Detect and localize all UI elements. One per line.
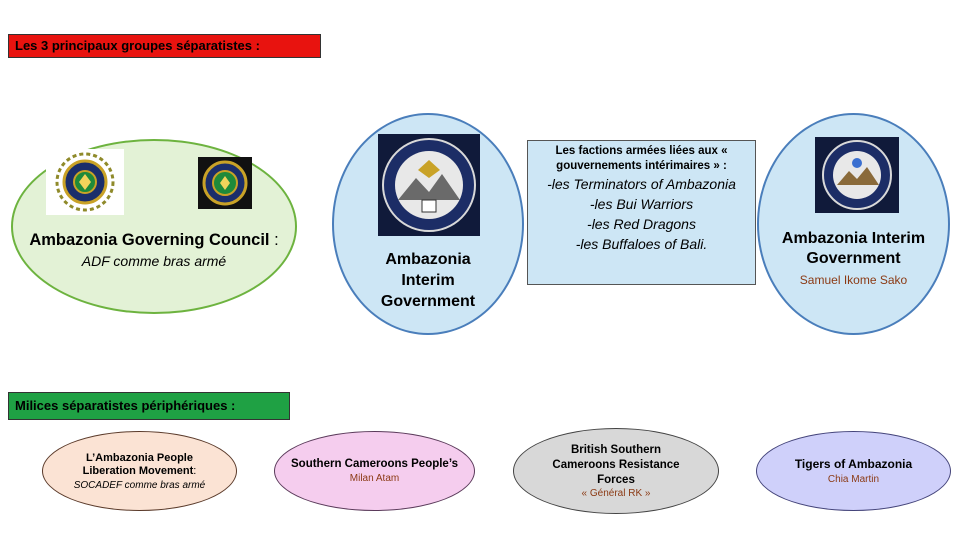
faction-item: -les Buffaloes of Bali. [575,236,708,252]
aig-right-person: Samuel Ikome Sako [799,273,908,287]
agc-small-emblem-icon [198,157,252,209]
militia-title: Southern Cameroons People’s [291,458,458,470]
agc-title-suffix: : [269,231,279,249]
agc-emblem-icon [46,149,124,215]
faction-item: -les Bui Warriors [589,196,694,212]
factions-box: Les factions armées liées aux « gouverne… [527,140,756,285]
militia-title-line2-row: Liberation Movement: [83,465,197,478]
ambazonia-seal-icon [815,137,899,213]
militia-title: British Southern Cameroons Resistance Fo… [552,443,679,488]
militia-ellipse-scp: Southern Cameroons People’s Milan Atam [274,431,475,511]
aig-left-title-line1: Ambazonia [385,251,471,268]
aig-left-title-line2: Interim [401,272,455,289]
militia-ellipse-alpm: L’Ambazonia People Liberation Movement: … [42,431,237,511]
militia-title-suffix: : [193,464,197,477]
militia-person: « Général RK » [581,488,651,499]
ambazonia-seal-icon [378,134,480,236]
militia-title-line2: Liberation Movement [82,464,194,477]
militia-title-line1: British Southern [570,444,662,456]
aig-right-title-line1: Ambazonia Interim [781,230,926,247]
agc-subtitle: ADF comme bras armé [81,253,227,269]
aig-right-ellipse: Ambazonia Interim Government Samuel Ikom… [757,113,950,335]
factions-heading: Les factions armées liées aux « gouverne… [555,145,728,172]
militia-ellipse-toa: Tigers of Ambazonia Chia Martin [756,431,951,511]
peripheral-militias-label: Milices séparatistes périphériques : [8,392,290,420]
faction-item: -les Terminators of Ambazonia [547,176,736,192]
aig-right-title-line2: Government [806,250,901,267]
faction-item: -les Red Dragons [587,216,696,232]
militia-title-line3: Forces [597,474,635,486]
aig-left-title-line3: Government [380,293,476,310]
militia-title-line1: L’Ambazonia People [86,451,193,464]
aig-right-title: Ambazonia Interim Government [759,229,948,269]
aig-left-title: Ambazonia Interim Government [334,249,522,312]
militia-title: L’Ambazonia People Liberation Movement: [83,452,197,478]
main-groups-label: Les 3 principaux groupes séparatistes : [8,34,321,58]
agc-ellipse: Ambazonia Governing Council : ADF comme … [11,139,297,314]
militia-person: Chia Martin [827,474,880,485]
agc-title: Ambazonia Governing Council [29,231,270,249]
agc-title-row: Ambazonia Governing Council : [13,231,295,250]
militia-title: Tigers of Ambazonia [794,457,913,471]
militia-person: Milan Atam [349,473,400,484]
militia-subtitle: SOCADEF comme bras armé [73,479,206,491]
militia-ellipse-bscrf: British Southern Cameroons Resistance Fo… [513,428,719,514]
aig-left-ellipse: Ambazonia Interim Government [332,113,524,335]
militia-title-line2: Cameroons Resistance [552,459,680,471]
